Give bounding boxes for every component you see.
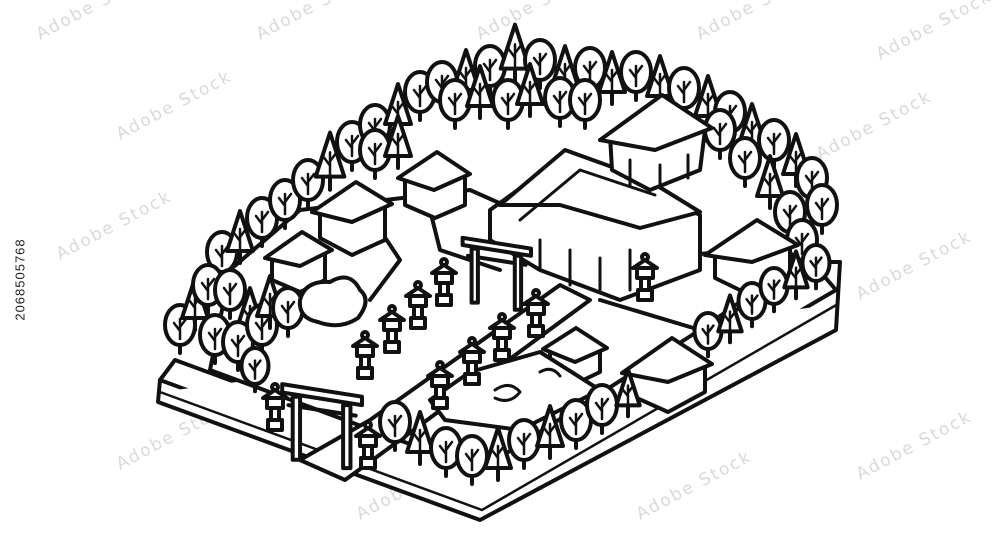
- torii-gate-icon: [460, 235, 533, 312]
- tree-icon: [378, 400, 412, 452]
- tree-icon: [483, 426, 513, 482]
- tree-icon: [597, 50, 627, 106]
- watermark-text: Adobe Stock: [473, 0, 596, 44]
- watermark-text: Adobe Stock: [253, 0, 376, 44]
- watermark-text: Adobe Stock: [113, 67, 236, 145]
- watermark-text: Adobe Stock: [53, 187, 176, 265]
- tree-icon: [465, 64, 495, 120]
- watermark-text: Adobe Stock: [853, 407, 976, 485]
- bush-cluster: [297, 275, 368, 328]
- tree-ring-front: [378, 243, 832, 486]
- tree-icon: [213, 268, 247, 320]
- tree-icon: [728, 136, 762, 188]
- stone-lantern-icon: [404, 280, 432, 330]
- tree-icon: [268, 178, 302, 230]
- tree-icon: [455, 434, 489, 486]
- tree-icon: [568, 78, 602, 130]
- tree-icon: [383, 114, 413, 170]
- tree-icon: [614, 367, 642, 419]
- tree-icon: [239, 346, 271, 394]
- tree-icon: [716, 293, 744, 345]
- tree-icon: [800, 243, 832, 291]
- stone-lantern-icon: [522, 288, 550, 338]
- tree-icon: [619, 50, 653, 102]
- stone-lantern-icon: [261, 382, 289, 432]
- tree-icon: [755, 154, 785, 210]
- shrine-upper-hall: [598, 93, 714, 192]
- side-hall-left: [310, 180, 394, 257]
- right-storehouse: [620, 336, 714, 414]
- torii-gates: [280, 235, 533, 471]
- stone-lantern-icon: [458, 336, 486, 386]
- tree-icon: [515, 62, 545, 118]
- tree-icon: [535, 404, 565, 460]
- stone-lantern-icon: [631, 252, 659, 302]
- tree-icon: [291, 158, 325, 210]
- tree-icon: [757, 118, 791, 170]
- stone-lantern-icon: [378, 304, 406, 354]
- tree-icon: [559, 398, 593, 450]
- back-pavilion: [396, 150, 472, 220]
- watermark-text: Adobe Stock: [813, 87, 936, 165]
- watermark-text: Adobe Stock: [633, 447, 756, 525]
- stone-lantern-icon: [488, 312, 516, 362]
- tree-ring-back: [163, 22, 839, 394]
- torii-gate-icon: [280, 382, 364, 471]
- tree-icon: [498, 22, 532, 84]
- watermark-text: Adobe Stock: [33, 0, 156, 44]
- tree-icon: [667, 66, 701, 118]
- watermark-text: Adobe Stock: [853, 227, 976, 305]
- tree-icon: [358, 128, 392, 180]
- tree-icon: [313, 130, 347, 192]
- watermark-text: Adobe Stock: [873, 0, 996, 64]
- tree-icon: [438, 78, 472, 130]
- garden-stones: [493, 367, 562, 402]
- tree-icon: [405, 410, 435, 466]
- stone-lanterns: [261, 252, 659, 470]
- tree-icon: [805, 183, 839, 235]
- stone-lantern-icon: [426, 360, 454, 410]
- stone-lantern-icon: [354, 420, 382, 470]
- stone-lantern-icon: [430, 257, 458, 307]
- tree-icon: [225, 209, 255, 265]
- stone-lantern-icon: [351, 330, 379, 380]
- watermark-text: Adobe Stock: [693, 0, 816, 44]
